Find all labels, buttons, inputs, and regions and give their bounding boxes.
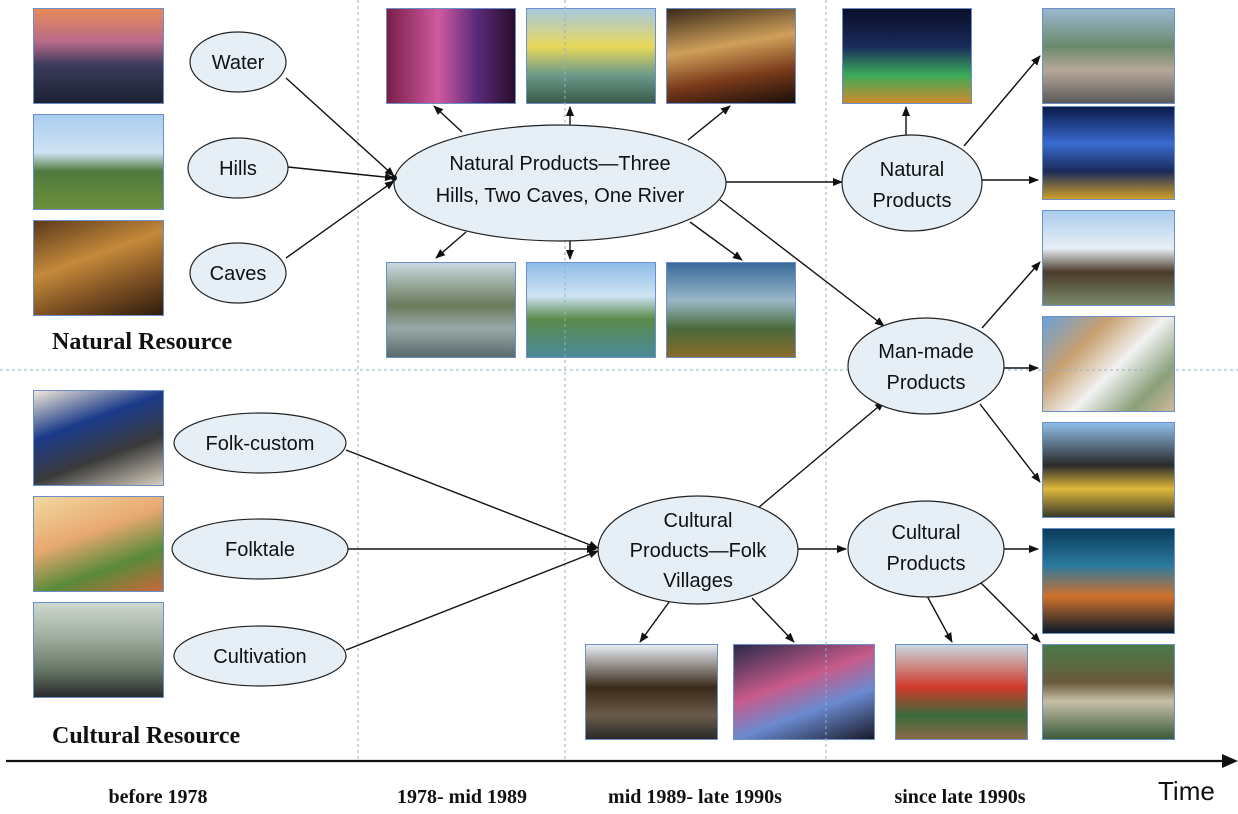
photo-folk-custom bbox=[33, 390, 164, 486]
node-cultural-main-line-1: Cultural bbox=[664, 510, 733, 532]
node-folk-custom: Folk-custom bbox=[173, 412, 347, 474]
photo-cultivation bbox=[33, 602, 164, 698]
node-caves-label: Caves bbox=[210, 263, 267, 285]
arrow-water-to-natural bbox=[285, 77, 395, 177]
node-hills: Hills bbox=[187, 137, 289, 199]
photo-river-village bbox=[1042, 8, 1175, 104]
arrow-natural-to-photo-1 bbox=[433, 105, 463, 133]
node-cultivation: Cultivation bbox=[173, 625, 347, 687]
node-natural-products-main: Natural Products—Three Hills, Two Caves,… bbox=[393, 124, 727, 242]
node-cultural-products-line-2: Products bbox=[887, 553, 966, 575]
node-man-made-line-1: Man-made bbox=[878, 341, 974, 363]
arrow-caves-to-natural bbox=[285, 180, 395, 259]
cultural-resource-label: Cultural Resource bbox=[52, 723, 241, 749]
node-natural-products: Natural Products bbox=[841, 134, 983, 232]
node-man-made-products: Man-made Products bbox=[847, 317, 1005, 415]
photo-night-tower bbox=[842, 8, 972, 104]
photo-night-pagodas bbox=[1042, 106, 1175, 200]
photo-rice-terraces bbox=[733, 644, 875, 740]
photo-misty-peaks bbox=[666, 262, 796, 358]
arrow-hills-to-natural bbox=[287, 166, 395, 182]
arrow-cultural-to-village-gate bbox=[639, 597, 673, 643]
arrow-natural-to-manmade bbox=[719, 199, 885, 327]
node-cultivation-label: Cultivation bbox=[213, 646, 306, 668]
arrow-natural-to-photo-3 bbox=[687, 105, 731, 141]
node-man-made-line-2: Products bbox=[887, 372, 966, 394]
period-label-since-late-1990s: since late 1990s bbox=[894, 786, 1025, 808]
photo-river-sunset bbox=[33, 8, 164, 104]
node-hills-label: Hills bbox=[219, 158, 257, 180]
photo-water-park bbox=[1042, 422, 1175, 518]
node-caves: Caves bbox=[189, 242, 287, 304]
period-label-before-1978: before 1978 bbox=[108, 786, 207, 808]
natural-resource-label: Natural Resource bbox=[52, 329, 233, 355]
node-folktale: Folktale bbox=[171, 518, 349, 580]
arrow-cultural-products-to-riverside bbox=[979, 581, 1041, 643]
arrow-cultivation-to-cultural bbox=[345, 550, 599, 651]
time-axis-label: Time bbox=[1158, 776, 1215, 806]
node-natural-products-line-1: Natural bbox=[880, 159, 944, 181]
arrow-natural-to-photo-6 bbox=[689, 221, 743, 261]
node-water: Water bbox=[189, 31, 287, 93]
period-label-1978-mid-1989: 1978- mid 1989 bbox=[397, 786, 527, 808]
node-cultural-products-main: Cultural Products—Folk Villages bbox=[597, 495, 799, 605]
photo-cave bbox=[33, 220, 164, 316]
arrow-manmade-to-waterpark bbox=[979, 403, 1041, 483]
node-folktale-label: Folktale bbox=[225, 539, 295, 561]
arrow-cultural-to-manmade bbox=[757, 401, 885, 509]
photo-riverside-village bbox=[1042, 644, 1175, 740]
node-cultural-products: Cultural Products bbox=[847, 500, 1005, 598]
photo-folk-village-gate bbox=[585, 644, 718, 740]
photo-folktale-poster bbox=[33, 496, 164, 592]
photo-karst-hills bbox=[33, 114, 164, 210]
node-natural-main-line-2: Hills, Two Caves, One River bbox=[436, 185, 685, 207]
photo-impression-show bbox=[1042, 528, 1175, 634]
node-folk-custom-label: Folk-custom bbox=[206, 433, 315, 455]
arrow-natural-to-photo-4 bbox=[435, 231, 467, 259]
photo-sculpture-collage bbox=[1042, 316, 1175, 412]
period-label-mid-1989-late-1990s: mid 1989- late 1990s bbox=[608, 786, 782, 808]
node-cultural-products-line-1: Cultural bbox=[892, 522, 961, 544]
arrow-cultural-products-to-arch bbox=[925, 593, 953, 643]
node-cultural-main-line-2: Products—Folk bbox=[630, 540, 768, 562]
photo-drum-tower-park bbox=[1042, 210, 1175, 306]
photo-cave-formation bbox=[666, 8, 796, 104]
photo-river-cruise bbox=[526, 8, 656, 104]
photo-elephant-trunk-hill bbox=[386, 262, 516, 358]
node-water-label: Water bbox=[212, 52, 265, 74]
arrow-manmade-to-drum-tower bbox=[981, 261, 1041, 329]
photo-karst-river bbox=[526, 262, 656, 358]
arrow-natural-products-to-village bbox=[963, 55, 1041, 147]
photo-festival-arch bbox=[895, 644, 1028, 740]
junction-dot bbox=[391, 175, 397, 181]
arrow-cultural-to-terraces bbox=[751, 597, 795, 643]
photo-cave-lights bbox=[386, 8, 516, 104]
arrow-folkcustom-to-cultural bbox=[345, 449, 599, 549]
node-natural-main-line-1: Natural Products—Three bbox=[449, 153, 670, 175]
time-axis-arrowhead bbox=[1222, 754, 1238, 768]
node-cultural-main-line-3: Villages bbox=[663, 570, 733, 592]
node-natural-products-line-2: Products bbox=[873, 190, 952, 212]
